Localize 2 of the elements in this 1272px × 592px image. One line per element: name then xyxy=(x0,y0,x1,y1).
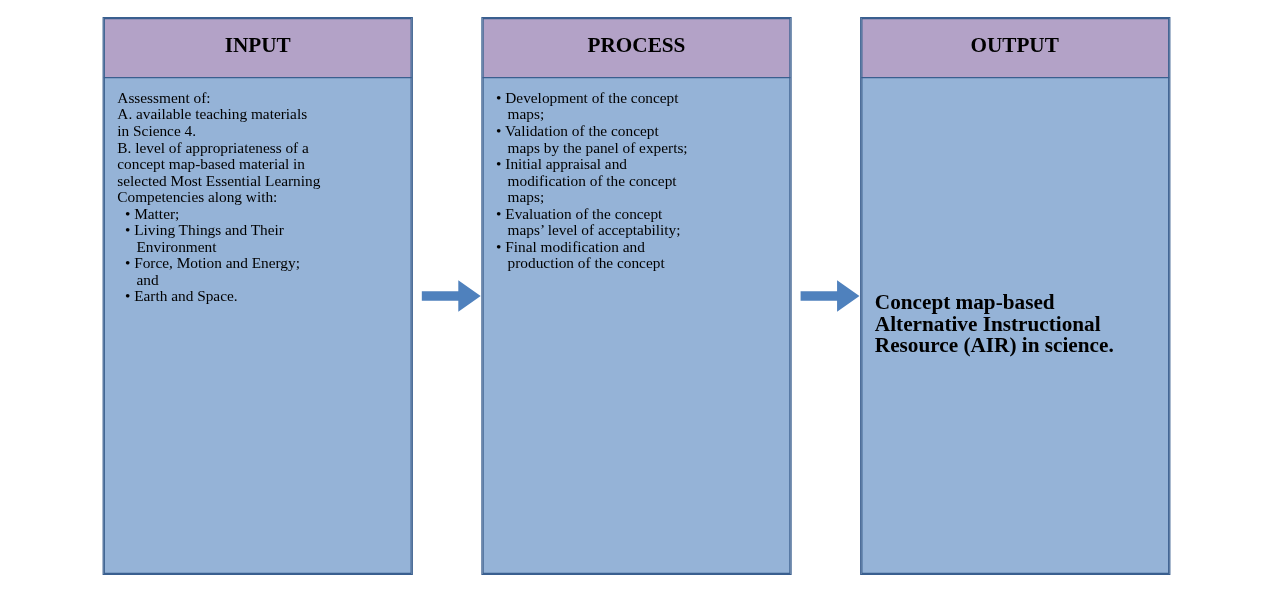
arrow xyxy=(800,280,859,312)
arrow xyxy=(421,280,481,312)
